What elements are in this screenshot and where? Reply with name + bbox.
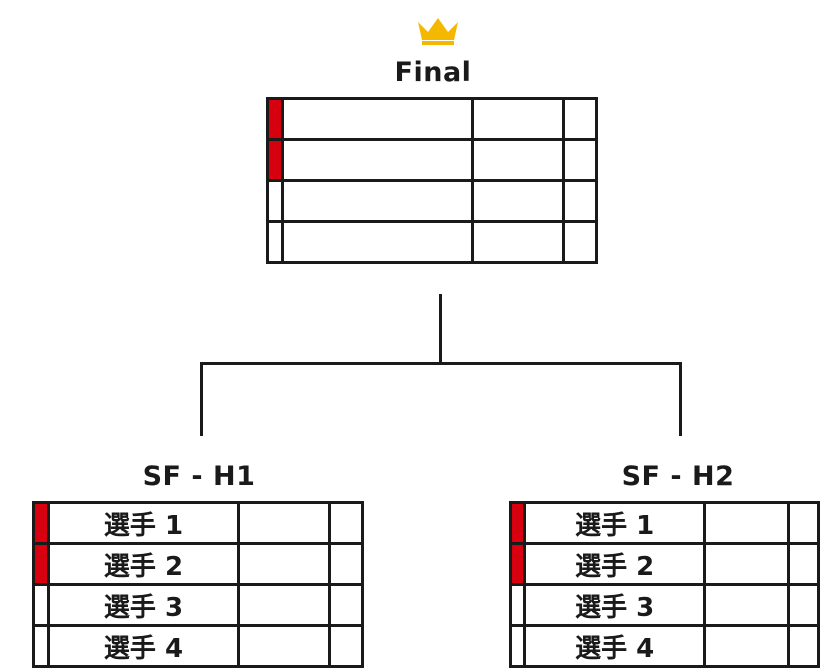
score-cell (703, 583, 790, 627)
sf-h2-table-clip: 選手 1 選手 2 選手 3 選手 4 (509, 501, 820, 672)
player-name: 選手 1 (47, 501, 240, 545)
table-row (266, 179, 598, 223)
advance-marker (509, 583, 526, 627)
player-name: 選手 4 (47, 624, 240, 668)
rank-cell (562, 220, 598, 264)
table-row: 選手 2 (32, 542, 364, 586)
advance-marker (266, 138, 284, 182)
rank-cell (328, 624, 364, 668)
advance-marker (266, 220, 284, 264)
advance-marker (509, 501, 526, 545)
rank-cell (328, 501, 364, 545)
rank-cell (562, 138, 598, 182)
score-cell (703, 624, 790, 668)
table-row: 選手 3 (32, 583, 364, 627)
sf-h2-title: SF - H2 (621, 461, 735, 492)
sf-h1-title: SF - H1 (142, 461, 256, 492)
score-cell (703, 542, 790, 586)
table-row: 選手 4 (32, 624, 364, 668)
score-cell (471, 138, 565, 182)
advance-marker (32, 501, 50, 545)
advance-marker (266, 179, 284, 223)
advance-marker (509, 542, 526, 586)
table-row: 選手 4 (509, 624, 820, 668)
player-name: 選手 2 (522, 542, 707, 586)
advance-marker (32, 624, 50, 668)
bracket-connector-left (200, 362, 203, 436)
score-cell (237, 501, 331, 545)
rank-cell (562, 97, 598, 141)
table-row: 選手 1 (32, 501, 364, 545)
sf-h2-table: 選手 1 選手 2 選手 3 選手 4 (509, 501, 820, 668)
rank-cell (786, 583, 820, 627)
table-row: 選手 2 (509, 542, 820, 586)
player-name: 選手 4 (522, 624, 707, 668)
advance-marker (509, 624, 526, 668)
player-name: 選手 1 (522, 501, 707, 545)
player-name (281, 97, 474, 141)
player-name (281, 138, 474, 182)
advance-marker (32, 583, 50, 627)
table-row: 選手 1 (509, 501, 820, 545)
rank-cell (328, 583, 364, 627)
score-cell (237, 624, 331, 668)
rank-cell (786, 542, 820, 586)
bracket-connector-horizontal (200, 362, 682, 365)
score-cell (703, 501, 790, 545)
bracket-connector-stem (439, 294, 442, 364)
table-row (266, 97, 598, 141)
table-row: 選手 3 (509, 583, 820, 627)
table-row (266, 220, 598, 264)
advance-marker (32, 542, 50, 586)
player-name: 選手 3 (47, 583, 240, 627)
score-cell (237, 583, 331, 627)
score-cell (237, 542, 331, 586)
sf-h1-table: 選手 1 選手 2 選手 3 選手 4 (32, 501, 364, 668)
player-name (281, 179, 474, 223)
rank-cell (786, 624, 820, 668)
final-table (266, 97, 598, 264)
advance-marker (266, 97, 284, 141)
table-row (266, 138, 598, 182)
bracket-connector-right (679, 362, 682, 436)
rank-cell (562, 179, 598, 223)
score-cell (471, 220, 565, 264)
player-name: 選手 2 (47, 542, 240, 586)
player-name: 選手 3 (522, 583, 707, 627)
score-cell (471, 97, 565, 141)
score-cell (471, 179, 565, 223)
final-title: Final (394, 57, 472, 88)
crown-icon (418, 18, 458, 45)
player-name (281, 220, 474, 264)
rank-cell (328, 542, 364, 586)
rank-cell (786, 501, 820, 545)
